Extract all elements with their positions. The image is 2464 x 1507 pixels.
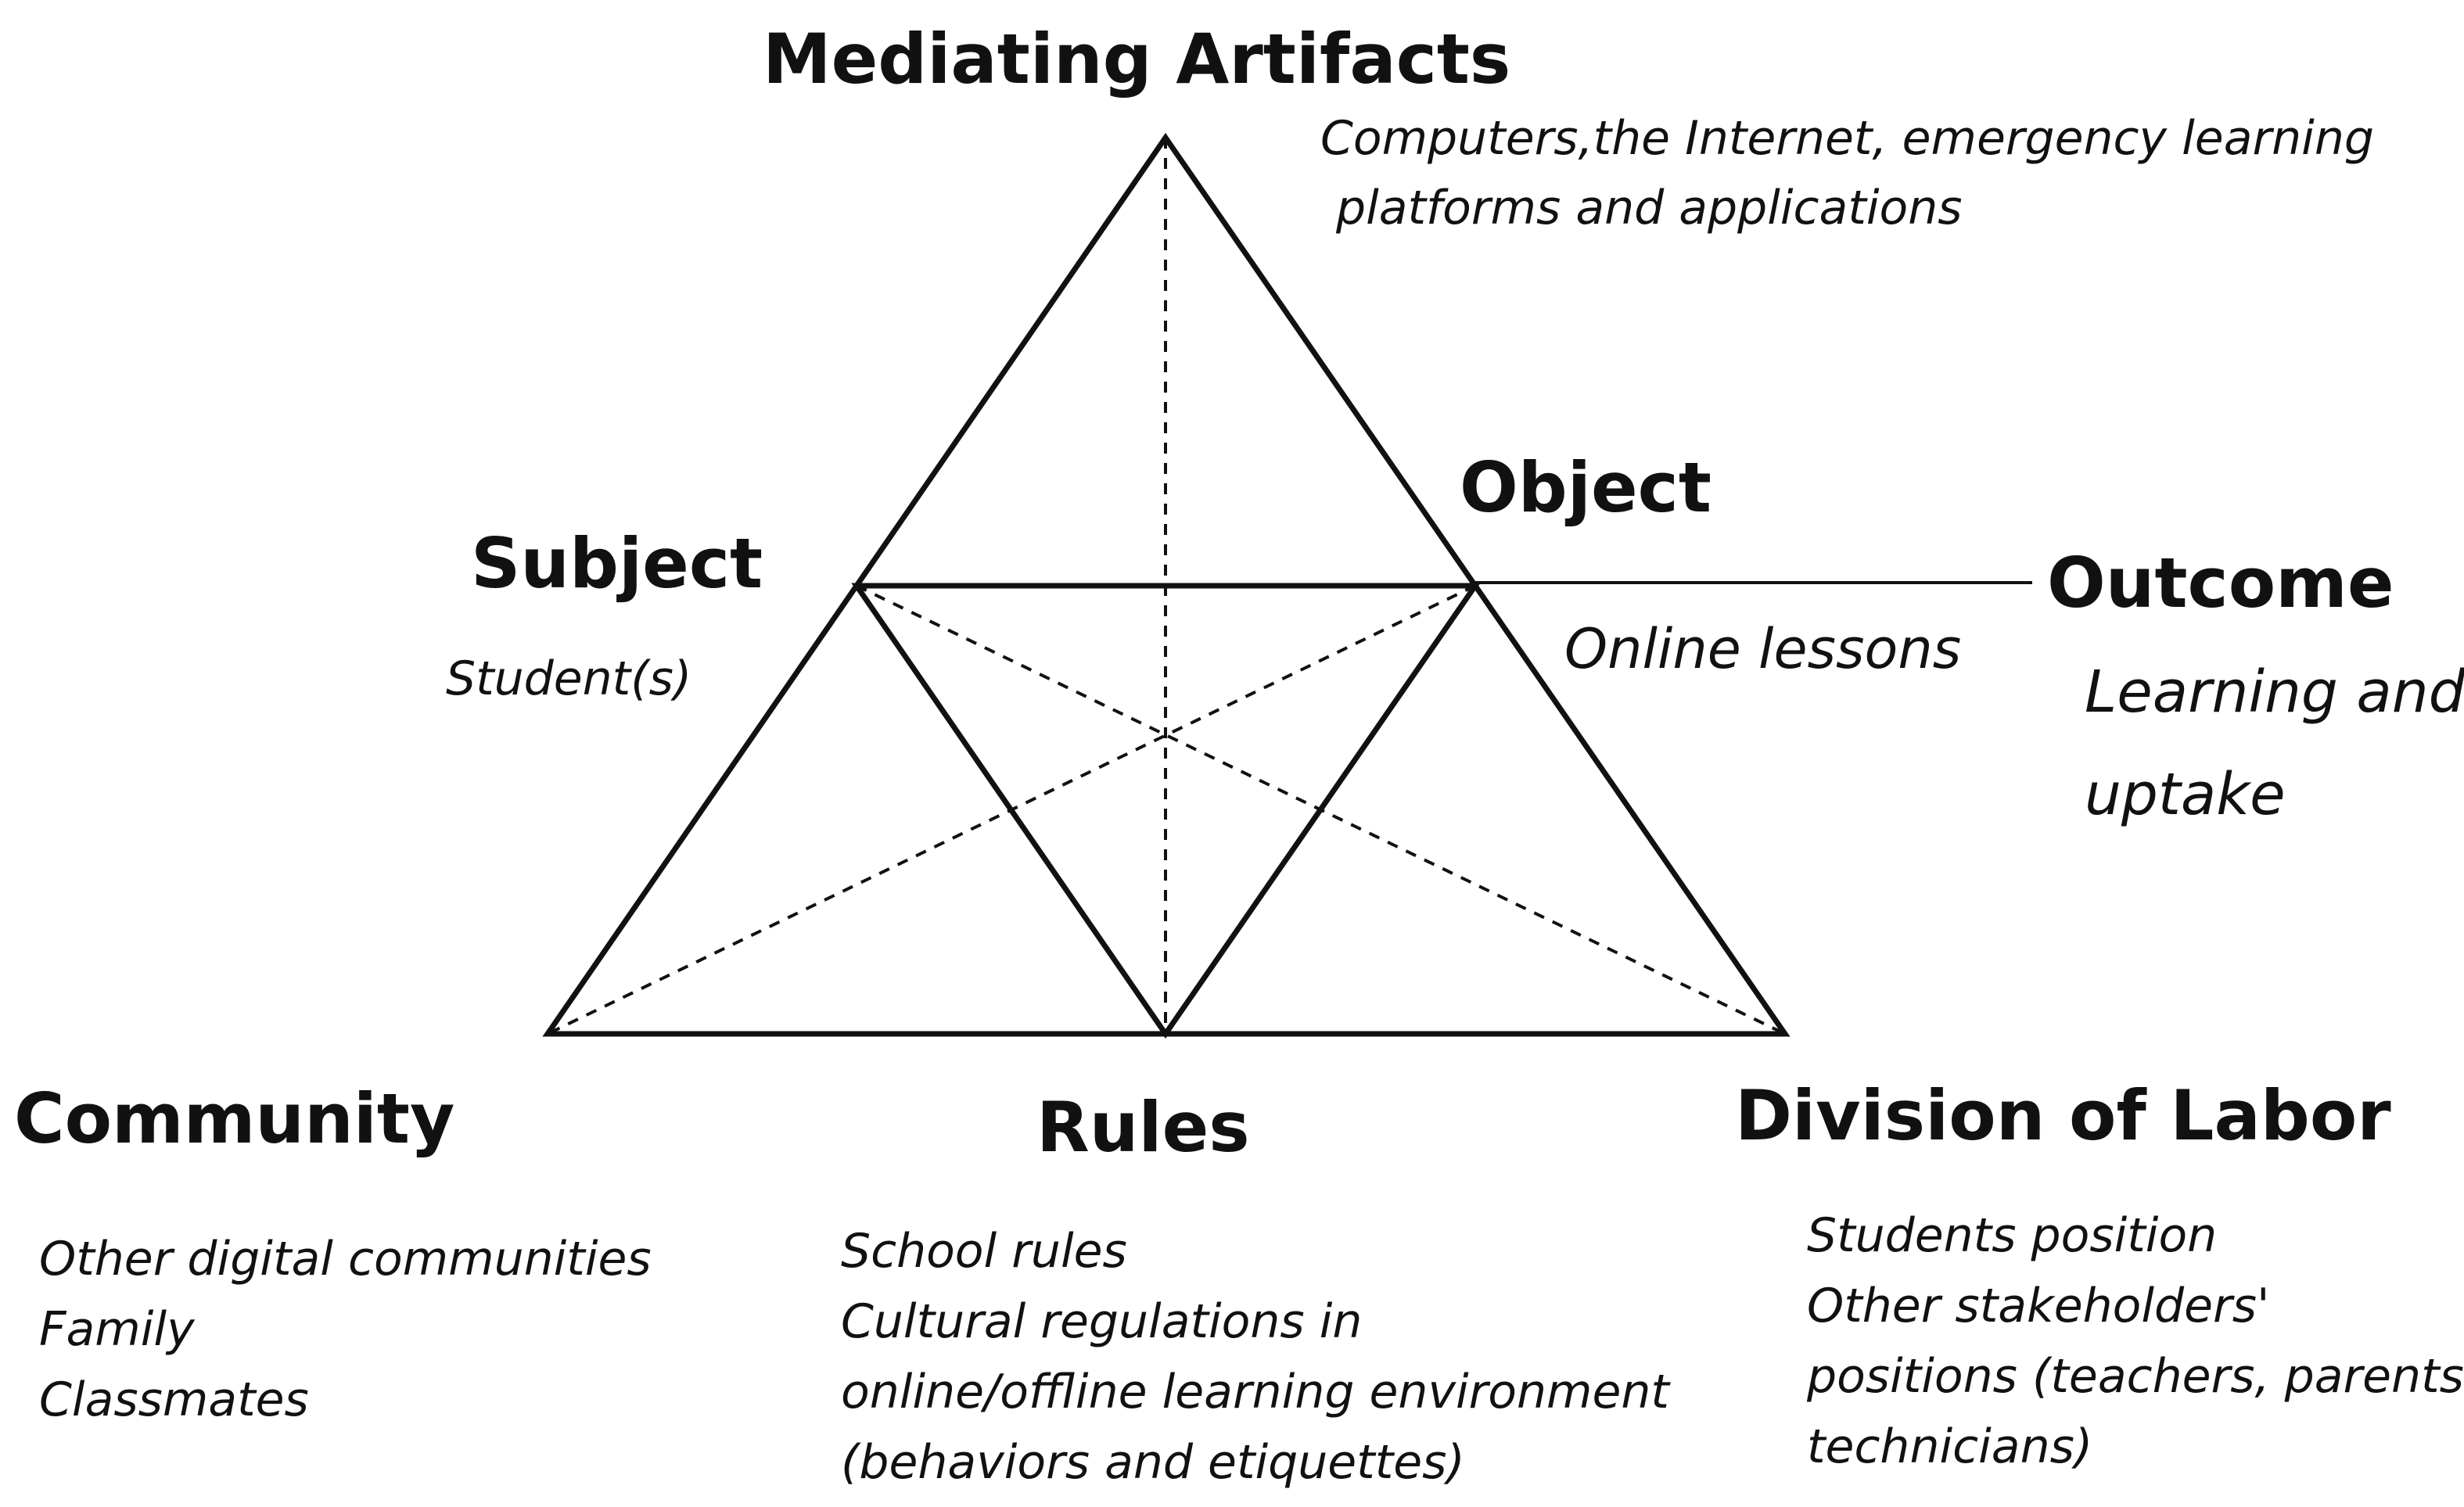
community-detail-line: Other digital communities bbox=[39, 1232, 652, 1286]
community-title: Community bbox=[14, 1078, 455, 1159]
community-details: Other digital communities Family Classma… bbox=[39, 1224, 652, 1435]
dashed-line-object-community bbox=[547, 584, 1476, 1035]
outcome-detail-line: uptake bbox=[2085, 760, 2286, 828]
community-detail-line: Classmates bbox=[39, 1372, 309, 1427]
dashed-line-subject-division bbox=[856, 584, 1786, 1035]
subject-detail-line: Student(s) bbox=[446, 651, 692, 706]
mediating-artifacts-title: Mediating Artifacts bbox=[763, 19, 1511, 99]
rules-details: School rules Cultural regulations in onl… bbox=[841, 1216, 1669, 1498]
rules-detail-line: School rules bbox=[841, 1224, 1127, 1279]
subject-title: Subject bbox=[471, 523, 763, 604]
outcome-title: Outcome bbox=[2047, 543, 2394, 623]
outcome-details: Learning and uptake bbox=[2085, 641, 2464, 846]
outcome-detail-line: Learning and bbox=[2085, 658, 2464, 726]
mediating-artifacts-details: Computers,the Internet, emergency learni… bbox=[1320, 104, 2374, 243]
rules-title: Rules bbox=[1036, 1087, 1250, 1168]
object-details: Online lessons bbox=[1564, 608, 1961, 691]
subject-details: Student(s) bbox=[446, 644, 691, 714]
division-of-labor-details: Students position Other stakeholders' po… bbox=[1807, 1200, 2464, 1482]
division-of-labor-detail-line: technicians) bbox=[1807, 1419, 2093, 1474]
community-detail-line: Family bbox=[39, 1302, 195, 1357]
rules-detail-line: (behaviors and etiquettes) bbox=[841, 1435, 1465, 1490]
mediating-artifacts-detail-line: platforms and applications bbox=[1336, 180, 1963, 235]
mediating-artifacts-detail-line: Computers,the Internet, emergency learni… bbox=[1320, 111, 2374, 166]
rules-detail-line: online/offline learning environment bbox=[841, 1365, 1669, 1419]
division-of-labor-detail-line: positions (teachers, parents, bbox=[1807, 1349, 2464, 1404]
division-of-labor-detail-line: Students position bbox=[1807, 1208, 2218, 1263]
division-of-labor-title: Division of Labor bbox=[1735, 1075, 2391, 1156]
object-detail-line: Online lessons bbox=[1564, 617, 1962, 681]
division-of-labor-detail-line: Other stakeholders' bbox=[1807, 1279, 2270, 1333]
rules-detail-line: Cultural regulations in bbox=[841, 1294, 1363, 1349]
object-title: Object bbox=[1460, 447, 1712, 528]
